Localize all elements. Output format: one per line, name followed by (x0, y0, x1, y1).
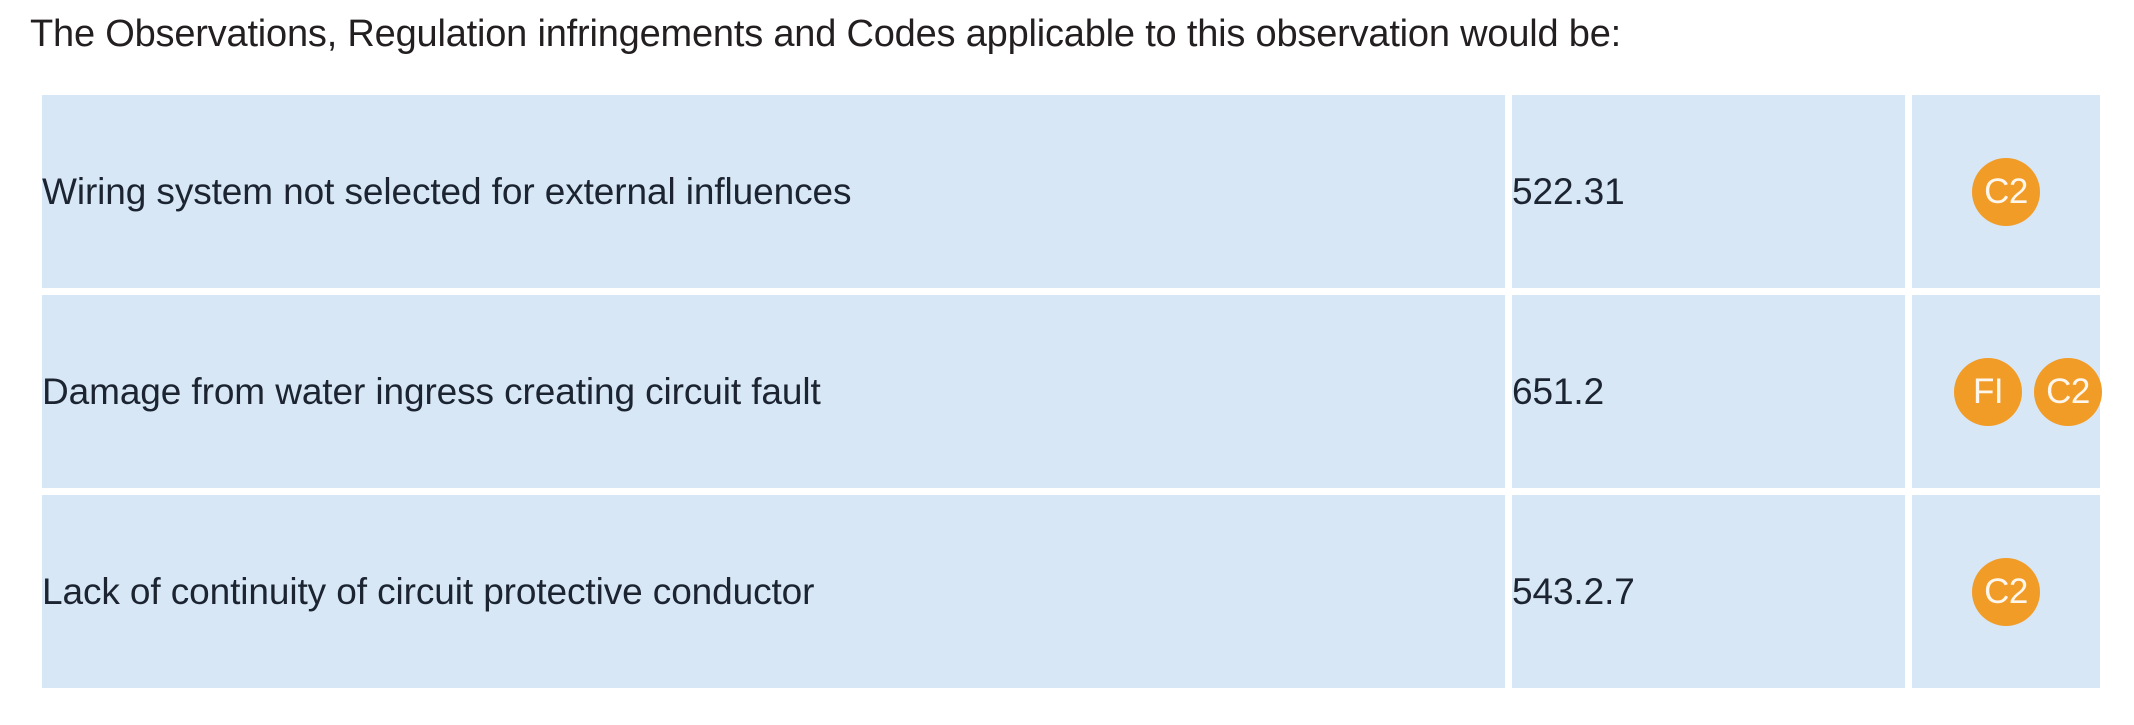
code-badge: C2 (1972, 557, 2040, 626)
page-title: The Observations, Regulation infringemen… (30, 13, 1622, 55)
table-row: Lack of continuity of circuit protective… (42, 495, 2100, 688)
code-badge: FI (1954, 357, 2022, 426)
codes-container: FI C2 (1934, 357, 2122, 426)
regulation-number: 522.31 (1512, 95, 1905, 288)
observation-codes: FI C2 (1912, 295, 2102, 488)
table-row: Damage from water ingress creating circu… (42, 295, 2102, 488)
table-row: Wiring system not selected for external … (42, 95, 2100, 288)
observations-table-body: Wiring system not selected for external … (42, 95, 2102, 688)
regulation-number: 543.2.7 (1512, 495, 1905, 688)
observation-description: Damage from water ingress creating circu… (42, 295, 1505, 488)
observation-codes: C2 (1912, 495, 2100, 688)
codes-container: C2 (1912, 557, 2100, 626)
code-badge: C2 (2034, 357, 2102, 426)
observations-table: Wiring system not selected for external … (35, 88, 2107, 695)
regulation-number: 651.2 (1512, 295, 1905, 488)
observation-description: Wiring system not selected for external … (42, 95, 1505, 288)
observation-codes: C2 (1912, 95, 2100, 288)
code-badge: C2 (1972, 157, 2040, 226)
observation-description: Lack of continuity of circuit protective… (42, 495, 1505, 688)
codes-container: C2 (1912, 157, 2100, 226)
